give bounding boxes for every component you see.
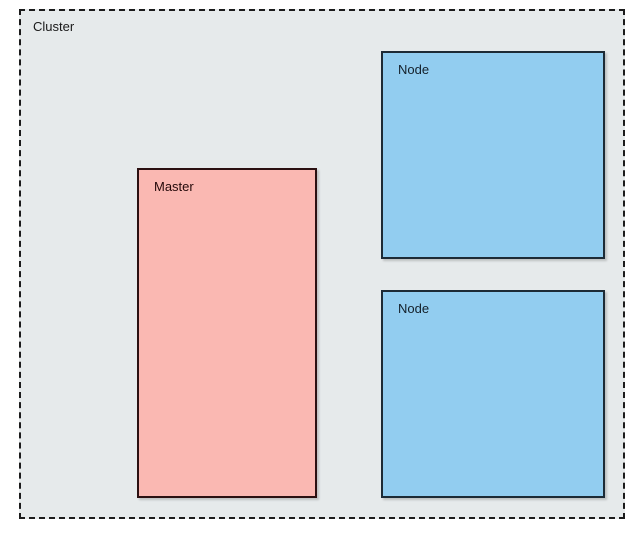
worker-node-box-2[interactable]: Node xyxy=(381,290,605,498)
master-node-label: Master xyxy=(154,179,194,194)
worker-node-label-2: Node xyxy=(398,301,430,316)
worker-node-label-1: Node xyxy=(398,62,430,77)
cluster-container[interactable]: Cluster Master Node Node xyxy=(19,9,625,519)
worker-node-box-1[interactable]: Node xyxy=(381,51,605,259)
master-node-box[interactable]: Master xyxy=(137,168,317,498)
cluster-label: Cluster xyxy=(33,19,75,34)
